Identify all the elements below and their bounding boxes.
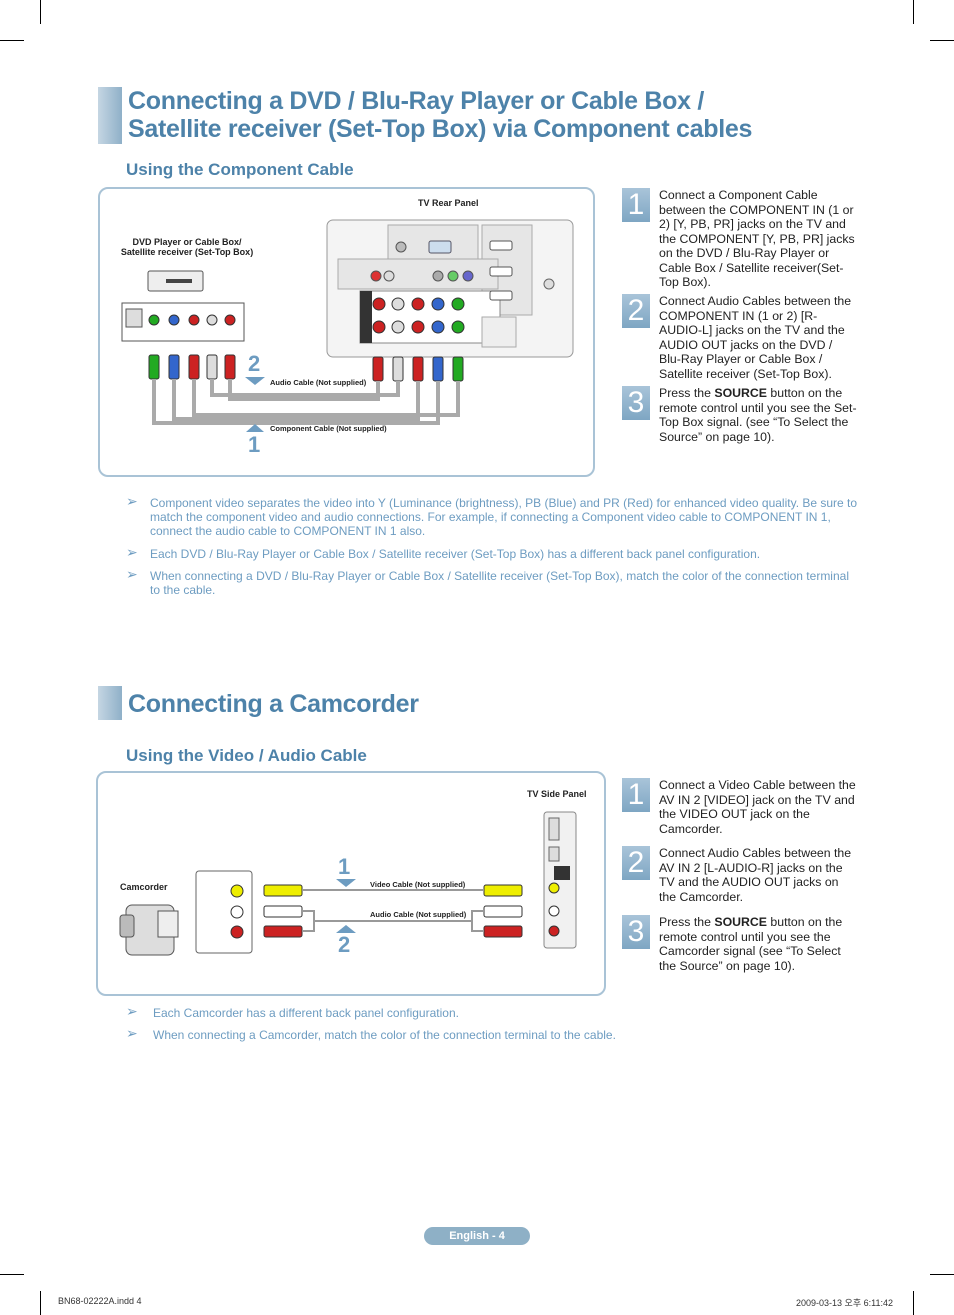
dvd-label: DVD Player or Cable Box/ Satellite recei…	[108, 237, 266, 257]
tv-rear-panel-label: TV Rear Panel	[418, 198, 479, 208]
title-accent-bar	[98, 87, 122, 144]
crop-mark	[913, 0, 914, 24]
note-arrow-icon: ➢	[126, 1003, 138, 1019]
diagram-step-1: 1	[338, 854, 351, 879]
step-number: 2	[622, 846, 650, 880]
diagram-step-2: 2	[248, 351, 261, 376]
step-text: Connect Audio Cables between the COMPONE…	[659, 294, 852, 381]
step-text-bold: SOURCE	[714, 915, 767, 929]
step-text: Connect a Component Cable between the CO…	[659, 188, 855, 289]
camcorder-diagram-panel: TV Side Panel Camcorder Video Cable (Not…	[96, 771, 606, 996]
step-number: 3	[622, 386, 650, 420]
note-arrow-icon: ➢	[126, 544, 138, 560]
crop-mark	[40, 0, 41, 24]
section-subtitle: Using the Component Cable	[126, 160, 354, 179]
title-line: Connecting a DVD / Blu-Ray Player or Cab…	[128, 87, 705, 115]
note-arrow-icon: ➢	[126, 493, 138, 509]
dvd-label-line: DVD Player or Cable Box/	[132, 237, 242, 247]
tv-side-panel-label: TV Side Panel	[527, 789, 587, 799]
step-text-part: Press the	[659, 915, 715, 929]
step-text-part: button on the remote control until you s…	[659, 915, 843, 973]
step-text-part: button on the remote control until you s…	[659, 386, 857, 444]
camcorder-diagram	[119, 811, 577, 956]
component-cable-label: Component Cable (Not supplied)	[270, 424, 387, 433]
camcorder-label: Camcorder	[120, 882, 168, 892]
step-text-part: Press the	[659, 386, 715, 400]
audio-cable-label: Audio Cable (Not supplied)	[370, 910, 467, 919]
crop-mark	[930, 1274, 954, 1275]
component-diagram	[121, 219, 574, 432]
note-text: When connecting a DVD / Blu-Ray Player o…	[150, 569, 849, 597]
step-number: 1	[622, 188, 650, 222]
step-text: Press the SOURCE button on the remote co…	[659, 386, 857, 444]
section-title: Connecting a DVD / Blu-Ray Player or Cab…	[128, 87, 752, 143]
crop-mark	[913, 1291, 914, 1315]
step-text-bold: SOURCE	[714, 386, 767, 400]
note-text: When connecting a Camcorder, match the c…	[153, 1028, 616, 1042]
component-diagram-panel: TV Rear Panel DVD Player or Cable Box/ S…	[98, 187, 595, 477]
note-text: Each DVD / Blu-Ray Player or Cable Box /…	[150, 547, 761, 561]
note-text: Component video separates the video into…	[150, 496, 858, 538]
audio-cable-label: Audio Cable (Not supplied)	[270, 378, 367, 387]
crop-mark	[0, 1274, 24, 1275]
page-number-badge: English - 4	[424, 1227, 530, 1245]
step-number: 1	[622, 778, 650, 812]
section-title: Connecting a Camcorder	[128, 690, 419, 718]
dvd-label-line: Satellite receiver (Set-Top Box)	[120, 247, 254, 257]
crop-mark	[930, 40, 954, 41]
diagram-step-2: 2	[338, 932, 351, 957]
title-accent-bar	[98, 686, 122, 720]
note-text: Each Camcorder has a different back pane…	[153, 1006, 459, 1020]
section-subtitle: Using the Video / Audio Cable	[126, 746, 367, 765]
crop-mark	[40, 1291, 41, 1315]
title-line: Satellite receiver (Set-Top Box) via Com…	[128, 115, 753, 143]
crop-mark	[0, 40, 24, 41]
diagram-step-1: 1	[248, 432, 261, 457]
step-number: 2	[622, 294, 650, 328]
note-arrow-icon: ➢	[126, 566, 138, 582]
step-text: Connect Audio Cables between the AV IN 2…	[659, 846, 852, 904]
note-arrow-icon: ➢	[126, 1025, 138, 1041]
video-cable-label: Video Cable (Not supplied)	[370, 880, 466, 889]
step-text: Press the SOURCE button on the remote co…	[659, 915, 857, 973]
step-number: 3	[622, 915, 650, 949]
timestamp: 2009-03-13 오후 6:11:42	[796, 1298, 893, 1308]
file-name: BN68-02222A.indd 4	[58, 1296, 142, 1306]
step-text: Connect a Video Cable between the AV IN …	[659, 778, 856, 836]
